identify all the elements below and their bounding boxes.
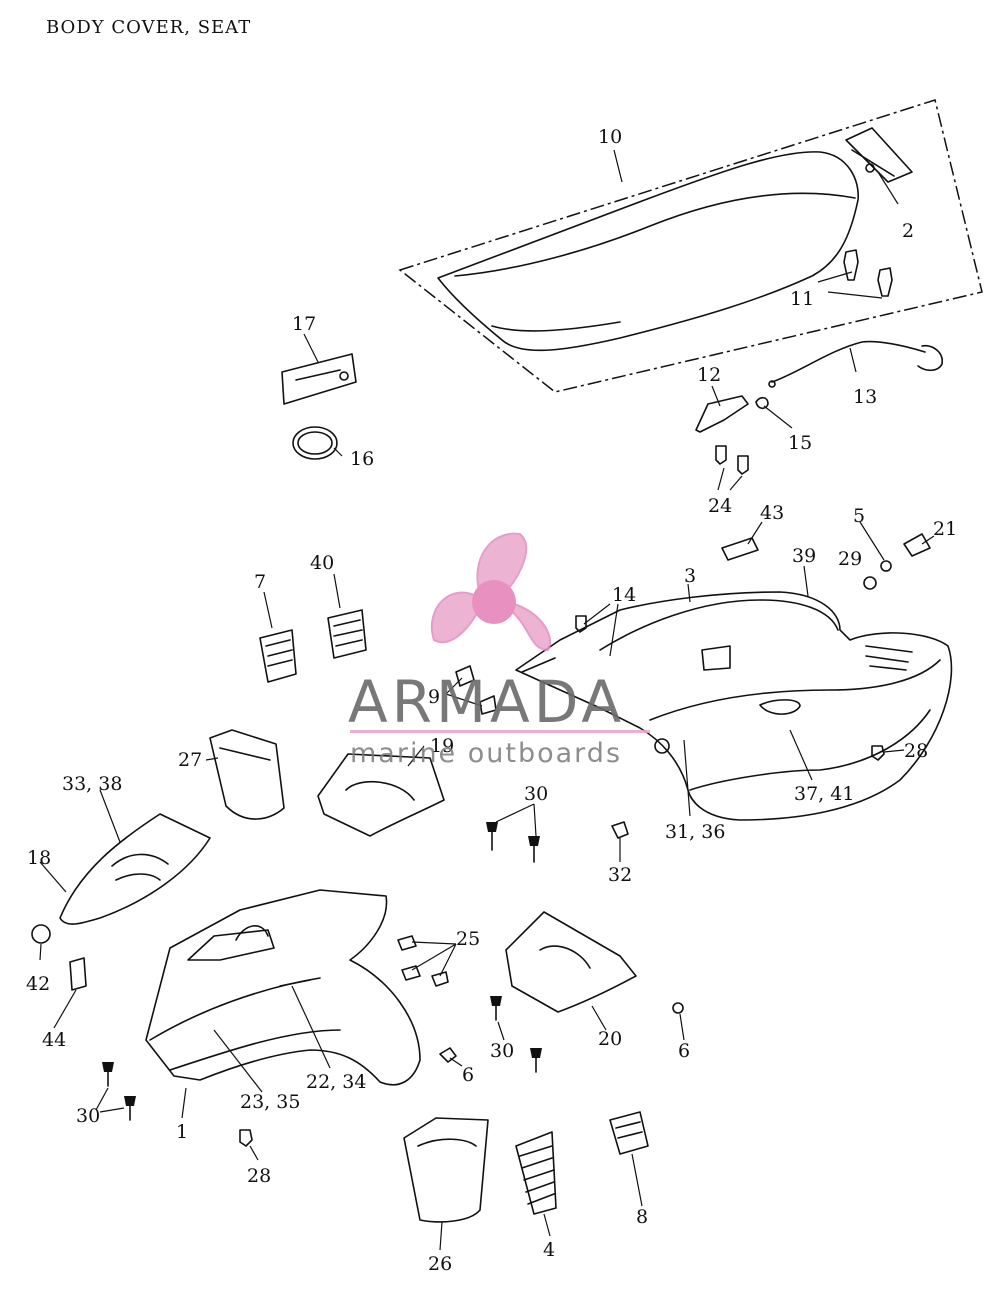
part-side-cover-19 (317, 753, 445, 837)
callout-18: 18 (27, 847, 51, 869)
part-screw-6-right (672, 1002, 684, 1014)
part-side-cover-20 (505, 911, 637, 1013)
part-label-43 (721, 537, 759, 561)
part-cable-13 (768, 340, 943, 388)
diagram-title: BODY COVER, SEAT (46, 17, 251, 38)
part-cover-27 (209, 729, 285, 820)
part-screws-30 (102, 822, 542, 1121)
callout-8: 8 (636, 1206, 648, 1228)
callout-4: 4 (543, 1239, 555, 1261)
callout-22-34: 22, 34 (306, 1071, 366, 1093)
callout-12: 12 (697, 364, 721, 386)
part-plate-17 (281, 353, 357, 405)
part-latch-12 (695, 395, 749, 433)
part-nut-5 (880, 560, 892, 572)
part-bolts-11 (843, 249, 893, 297)
part-bolts-24 (715, 445, 749, 475)
callout-3: 3 (684, 565, 696, 587)
callout-40: 40 (310, 552, 334, 574)
callout-28-bottom: 28 (247, 1165, 271, 1187)
callout-30-top: 30 (524, 783, 548, 805)
part-gasket-16 (292, 426, 338, 460)
callout-39: 39 (792, 545, 816, 567)
part-screw-32 (611, 821, 629, 839)
callout-9: 9 (428, 686, 440, 708)
callout-27: 27 (178, 749, 202, 771)
part-front-fender (145, 889, 421, 1086)
callout-32: 32 (608, 864, 632, 886)
part-clip-15 (755, 396, 769, 410)
part-cap-42 (31, 924, 51, 944)
part-screw-28-top (871, 745, 885, 761)
callout-15: 15 (788, 432, 812, 454)
part-bracket-21 (903, 533, 931, 557)
callout-28-top: 28 (904, 740, 928, 762)
callout-44: 44 (42, 1029, 66, 1051)
callout-21: 21 (933, 518, 957, 540)
callout-37-41: 37, 41 (794, 783, 854, 805)
callout-11: 11 (790, 288, 814, 310)
callout-6-right: 6 (678, 1040, 690, 1062)
part-clip-44 (69, 957, 87, 991)
part-seat-bracket-2 (845, 127, 913, 183)
part-decal-8 (609, 1111, 649, 1155)
callout-19: 19 (430, 735, 454, 757)
part-clips-9 (455, 665, 497, 715)
callout-31-36: 31, 36 (665, 821, 725, 843)
part-decal-40 (327, 609, 367, 659)
part-decal-4 (515, 1131, 557, 1215)
callout-5: 5 (853, 505, 865, 527)
leader-lines (39, 149, 935, 1251)
part-cover-26 (403, 1117, 489, 1223)
callout-1: 1 (176, 1121, 188, 1143)
callout-25: 25 (456, 928, 480, 950)
part-screw-28-bottom (239, 1129, 253, 1147)
callout-7: 7 (254, 571, 266, 593)
callout-10: 10 (598, 126, 622, 148)
callout-16: 16 (350, 448, 374, 470)
part-decal-7 (259, 629, 297, 683)
callout-14: 14 (612, 584, 636, 606)
callout-26: 26 (428, 1253, 452, 1275)
callout-29: 29 (838, 548, 862, 570)
part-washer-29 (863, 576, 877, 590)
callout-2: 2 (902, 220, 914, 242)
callout-labels: 10 2 11 17 12 13 15 16 24 43 5 21 29 39 … (26, 126, 957, 1275)
callout-13: 13 (853, 386, 877, 408)
callout-33-38: 33, 38 (62, 773, 122, 795)
callout-30-mid: 30 (490, 1040, 514, 1062)
callout-6-left: 6 (462, 1064, 474, 1086)
callout-17: 17 (292, 313, 316, 335)
callout-23-35: 23, 35 (240, 1091, 300, 1113)
callout-20: 20 (598, 1028, 622, 1050)
part-bolt-14 (575, 615, 587, 633)
part-screw-6-left (439, 1047, 457, 1063)
part-rear-fender (515, 591, 953, 821)
callout-30-bottom: 30 (76, 1105, 100, 1127)
callout-24: 24 (708, 495, 732, 517)
part-rack-cover-18 (59, 813, 211, 925)
callout-42: 42 (26, 973, 50, 995)
part-seat (398, 99, 983, 393)
callout-43: 43 (760, 502, 784, 524)
